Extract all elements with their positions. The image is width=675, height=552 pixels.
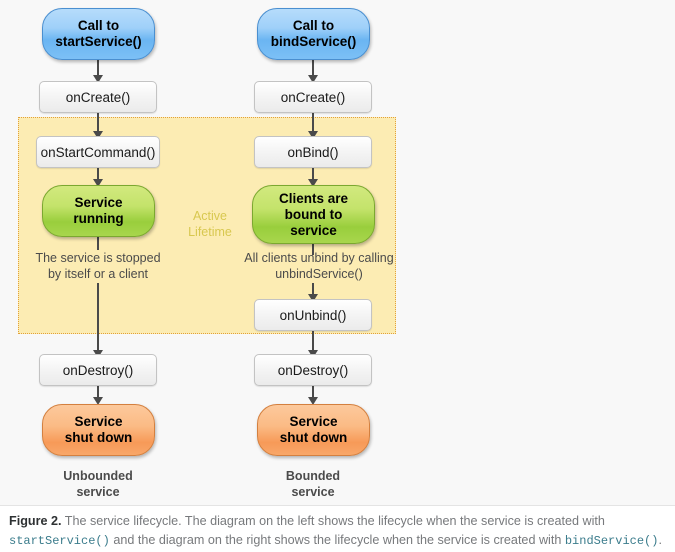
- connector-line: [97, 60, 99, 77]
- connector-line: [312, 113, 314, 133]
- caption-code-bind-service: bindService(): [564, 534, 659, 548]
- connector-line: [312, 244, 314, 255]
- connector-arrowhead: [308, 131, 318, 139]
- note-service-stopped: The service is stopped by itself or a cl…: [35, 251, 161, 281]
- node-right-service-shut-down[interactable]: Service shut down: [257, 404, 370, 456]
- node-on-start-command[interactable]: onStartCommand(): [36, 136, 160, 168]
- connector-arrowhead: [308, 294, 318, 302]
- connector-line: [97, 113, 99, 133]
- node-left-on-destroy[interactable]: onDestroy(): [39, 354, 157, 386]
- node-right-on-destroy[interactable]: onDestroy(): [254, 354, 372, 386]
- figure-caption-area: Figure 2. The service lifecycle. The dia…: [0, 505, 675, 552]
- caption-code-start-service: startService(): [9, 534, 110, 548]
- figure-caption: Figure 2. The service lifecycle. The dia…: [9, 512, 669, 551]
- node-service-running[interactable]: Service running: [42, 185, 155, 237]
- column-label-unbounded-service: Unbounded service: [63, 469, 133, 499]
- connector-line: [312, 386, 314, 400]
- connector-line: [312, 168, 314, 182]
- connector-line: [312, 283, 314, 297]
- node-call-to-start-service[interactable]: Call to startService(): [42, 8, 155, 60]
- figure-number: Figure 2.: [9, 514, 62, 528]
- node-left-on-create[interactable]: onCreate(): [39, 81, 157, 113]
- connector-arrowhead: [93, 75, 103, 83]
- connector-arrowhead: [93, 397, 103, 405]
- node-call-to-bind-service[interactable]: Call to bindService(): [257, 8, 370, 60]
- connector-line: [312, 60, 314, 77]
- node-right-on-create[interactable]: onCreate(): [254, 81, 372, 113]
- connector-arrowhead: [308, 397, 318, 405]
- node-left-service-shut-down[interactable]: Service shut down: [42, 404, 155, 456]
- connector-arrowhead: [93, 179, 103, 187]
- connector-arrowhead: [93, 131, 103, 139]
- note-clients-unbind: All clients unbind by calling unbindServ…: [244, 251, 394, 281]
- connector-arrowhead: [308, 75, 318, 83]
- connector-line: [312, 331, 314, 352]
- caption-text-1: The service lifecycle. The diagram on th…: [61, 514, 605, 528]
- connector-arrowhead: [308, 179, 318, 187]
- node-on-bind[interactable]: onBind(): [254, 136, 372, 168]
- column-label-bounded-service: Bounded service: [285, 469, 341, 499]
- node-on-unbind[interactable]: onUnbind(): [254, 299, 372, 331]
- caption-text-3: .: [658, 533, 662, 547]
- connector-line: [97, 386, 99, 400]
- connector-line: [97, 283, 99, 352]
- active-lifetime-label: Active Lifetime: [188, 209, 232, 239]
- caption-text-2: and the diagram on the right shows the l…: [109, 533, 565, 547]
- service-lifecycle-diagram: Active Lifetime Call to startService() o…: [18, 8, 396, 499]
- connector-line: [97, 237, 99, 250]
- node-clients-bound-to-service[interactable]: Clients are bound to service: [252, 185, 375, 244]
- connector-line: [97, 168, 99, 182]
